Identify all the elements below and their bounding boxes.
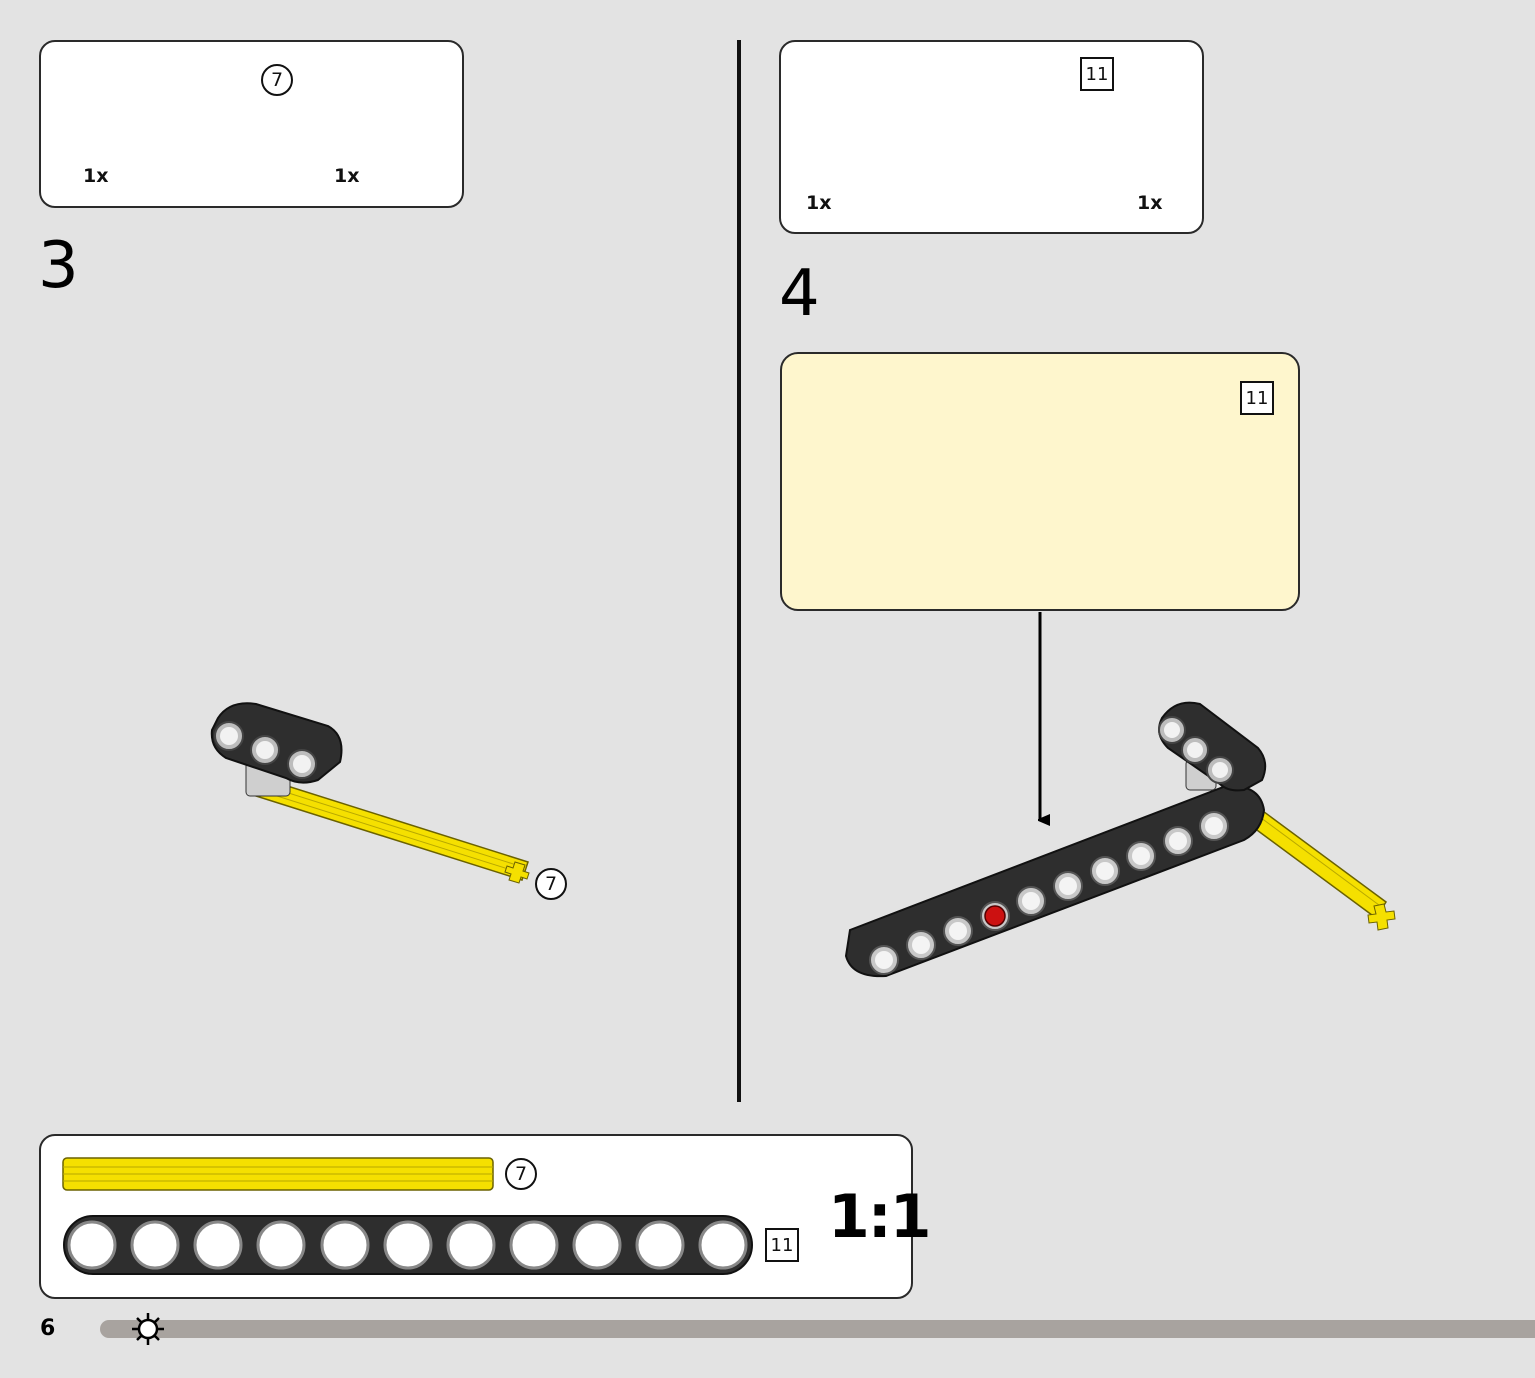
step3-axle-qty: 1x (83, 165, 109, 187)
step3-axle-size-label: 7 (261, 64, 293, 96)
scale-ratio: 1:1 (828, 1182, 931, 1252)
step4-number: 4 (779, 257, 820, 331)
step4-beam-size-label: 11 (1080, 57, 1114, 91)
callout-beam-size-label: 11 (1240, 381, 1274, 415)
page-divider (737, 40, 741, 1102)
scale-axle-label: 7 (505, 1158, 537, 1190)
page-number: 6 (40, 1316, 56, 1341)
step3-number: 3 (38, 229, 79, 303)
scale-beam-label: 11 (765, 1228, 799, 1262)
step4-pin-qty: 1x (1137, 192, 1163, 214)
step3-assembly-axle-label: 7 (535, 868, 567, 900)
step4-callout-panel (780, 352, 1300, 611)
step4-beam-qty: 1x (806, 192, 832, 214)
progress-bar (100, 1320, 1535, 1338)
step4-assembly (844, 701, 1396, 978)
step3-connector-qty: 1x (334, 165, 360, 187)
step3-assembly (210, 702, 530, 884)
step4-parts-panel (779, 40, 1204, 234)
step3-parts-panel (39, 40, 464, 208)
scale-reference-panel (39, 1134, 913, 1299)
